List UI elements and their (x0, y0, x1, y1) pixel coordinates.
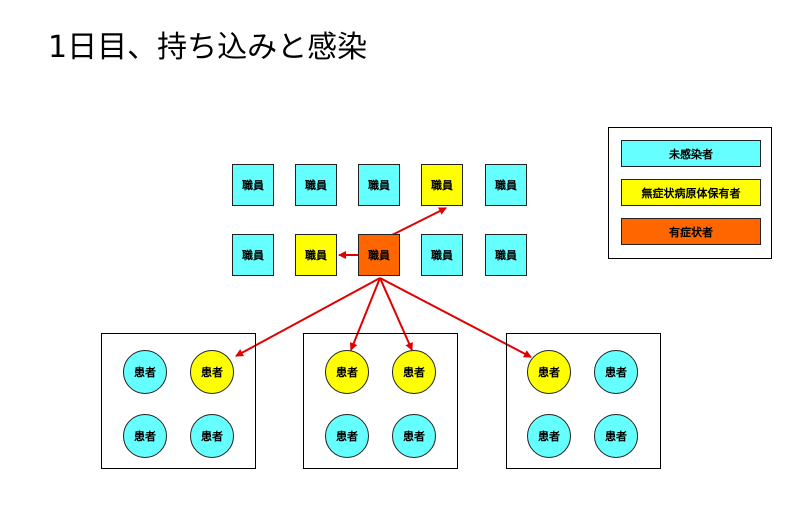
staff-r1-c4: 職員 (485, 234, 527, 276)
staff-label: 職員 (305, 249, 327, 262)
patient-label: 患者 (336, 366, 358, 379)
staff-r0-c0: 職員 (232, 164, 274, 206)
legend-label: 未感染者 (669, 147, 713, 161)
staff-r0-c2: 職員 (358, 164, 400, 206)
patient-g2-p1: 患者 (594, 350, 638, 394)
patient-g1-p3: 患者 (392, 414, 436, 458)
patient-label: 患者 (403, 430, 425, 443)
patient-room-1 (101, 333, 256, 469)
staff-r1-c0: 職員 (232, 234, 274, 276)
patient-g2-p3: 患者 (594, 414, 638, 458)
patient-label: 患者 (201, 430, 223, 443)
patient-label: 患者 (605, 430, 627, 443)
patient-g1-p0: 患者 (325, 350, 369, 394)
staff-label: 職員 (242, 179, 264, 192)
legend-symptomatic: 有症状者 (621, 218, 761, 245)
staff-label: 職員 (431, 179, 453, 192)
staff-label: 職員 (431, 249, 453, 262)
legend-asymptomatic: 無症状病原体保有者 (621, 179, 761, 206)
staff-r1-c3: 職員 (421, 234, 463, 276)
staff-r0-c1: 職員 (295, 164, 337, 206)
patient-label: 患者 (134, 430, 156, 443)
patient-room-2 (303, 333, 458, 469)
staff-r1-c2: 職員 (358, 234, 400, 276)
staff-label: 職員 (242, 249, 264, 262)
slide-title: 1日目、持ち込みと感染 (48, 30, 368, 65)
legend-label: 無症状病原体保有者 (641, 186, 741, 200)
patient-g1-p2: 患者 (325, 414, 369, 458)
staff-label: 職員 (495, 179, 517, 192)
patient-label: 患者 (538, 366, 560, 379)
staff-r0-c3: 職員 (421, 164, 463, 206)
staff-label: 職員 (495, 249, 517, 262)
legend-label: 有症状者 (669, 225, 713, 239)
patient-g0-p2: 患者 (123, 414, 167, 458)
patient-g0-p0: 患者 (123, 350, 167, 394)
legend: 未感染者 無症状病原体保有者 有症状者 (608, 127, 772, 259)
patient-g1-p1: 患者 (392, 350, 436, 394)
legend-uninfected: 未感染者 (621, 140, 761, 167)
patient-g0-p3: 患者 (190, 414, 234, 458)
patient-g2-p2: 患者 (527, 414, 571, 458)
patient-label: 患者 (134, 366, 156, 379)
patient-label: 患者 (403, 366, 425, 379)
patient-label: 患者 (538, 430, 560, 443)
patient-g2-p0: 患者 (527, 350, 571, 394)
arrow-to-staff-up (389, 207, 447, 237)
staff-r1-c1: 職員 (295, 234, 337, 276)
staff-label: 職員 (368, 179, 390, 192)
patient-label: 患者 (336, 430, 358, 443)
staff-label: 職員 (305, 179, 327, 192)
staff-label: 職員 (368, 249, 390, 262)
patient-label: 患者 (605, 366, 627, 379)
patient-label: 患者 (201, 366, 223, 379)
staff-r0-c4: 職員 (485, 164, 527, 206)
patient-g0-p1: 患者 (190, 350, 234, 394)
patient-room-3 (506, 333, 661, 469)
